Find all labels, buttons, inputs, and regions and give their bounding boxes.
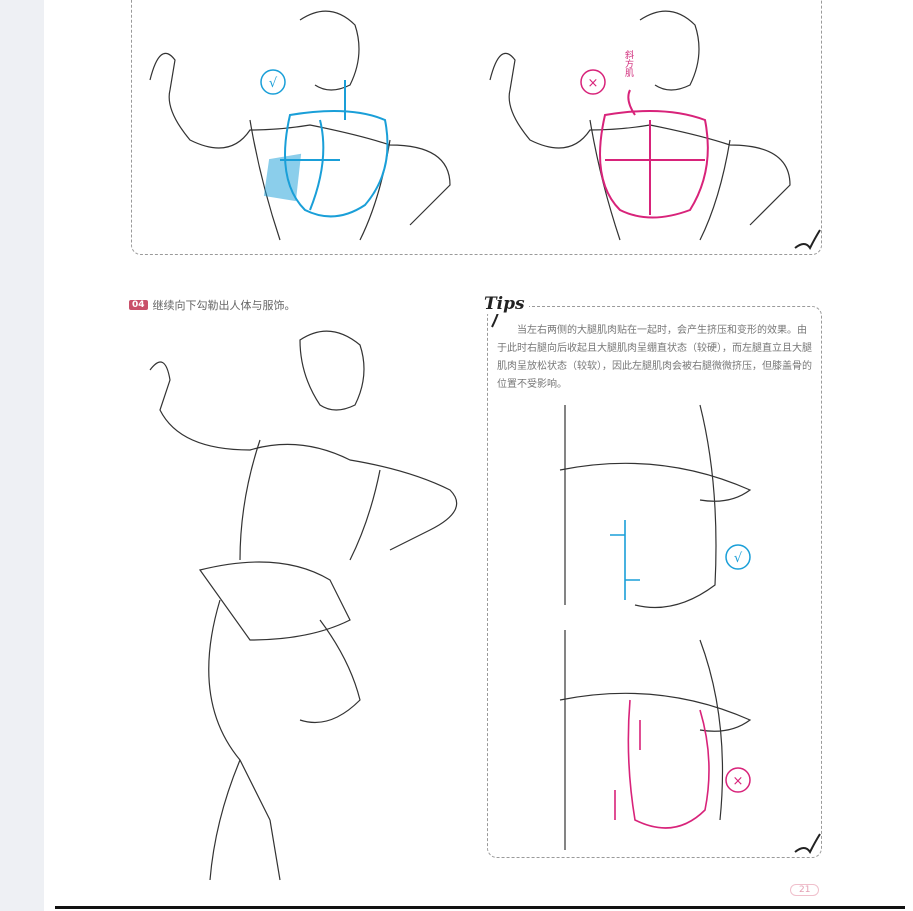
full-figure-sketch — [149, 330, 458, 881]
tips-frame — [487, 306, 822, 858]
step-caption: 04 继续向下勾勒出人体与服饰。 — [129, 297, 296, 313]
wrong-mark-icon: × — [725, 767, 751, 793]
thigh-arrows-correct — [610, 520, 640, 600]
viewer-sidebar-strip — [0, 0, 44, 911]
svg-text:×: × — [588, 76, 599, 91]
chest-overlay-correct — [263, 80, 389, 218]
step-number-badge: 04 — [129, 300, 148, 310]
tips-text: 当左右两侧的大腿肌肉贴在一起时，会产生挤压和变形的效果。由于此时右腿向后收起且大… — [497, 325, 812, 390]
svg-text:×: × — [733, 774, 744, 789]
step-text: 继续向下勾勒出人体与服饰。 — [152, 299, 296, 312]
chest-overlay-wrong — [599, 89, 709, 219]
svg-text:√: √ — [269, 76, 278, 91]
correct-mark-icon: √ — [725, 544, 751, 570]
thigh-sketch-correct — [559, 404, 752, 608]
thigh-arrows-wrong — [614, 699, 710, 829]
wrong-mark-icon: × — [580, 69, 606, 95]
page-number: 21 — [790, 884, 820, 896]
correct-mark-icon: √ — [260, 69, 286, 95]
torso-sketch-wrong — [489, 10, 791, 241]
tips-title: Tips — [484, 294, 529, 314]
svg-text:√: √ — [734, 551, 743, 566]
thigh-sketch-wrong — [559, 630, 752, 850]
top-illustration-frame — [131, 0, 822, 255]
page-bottom-border — [55, 906, 905, 909]
trapezius-label: 斜方肌 — [623, 49, 634, 78]
